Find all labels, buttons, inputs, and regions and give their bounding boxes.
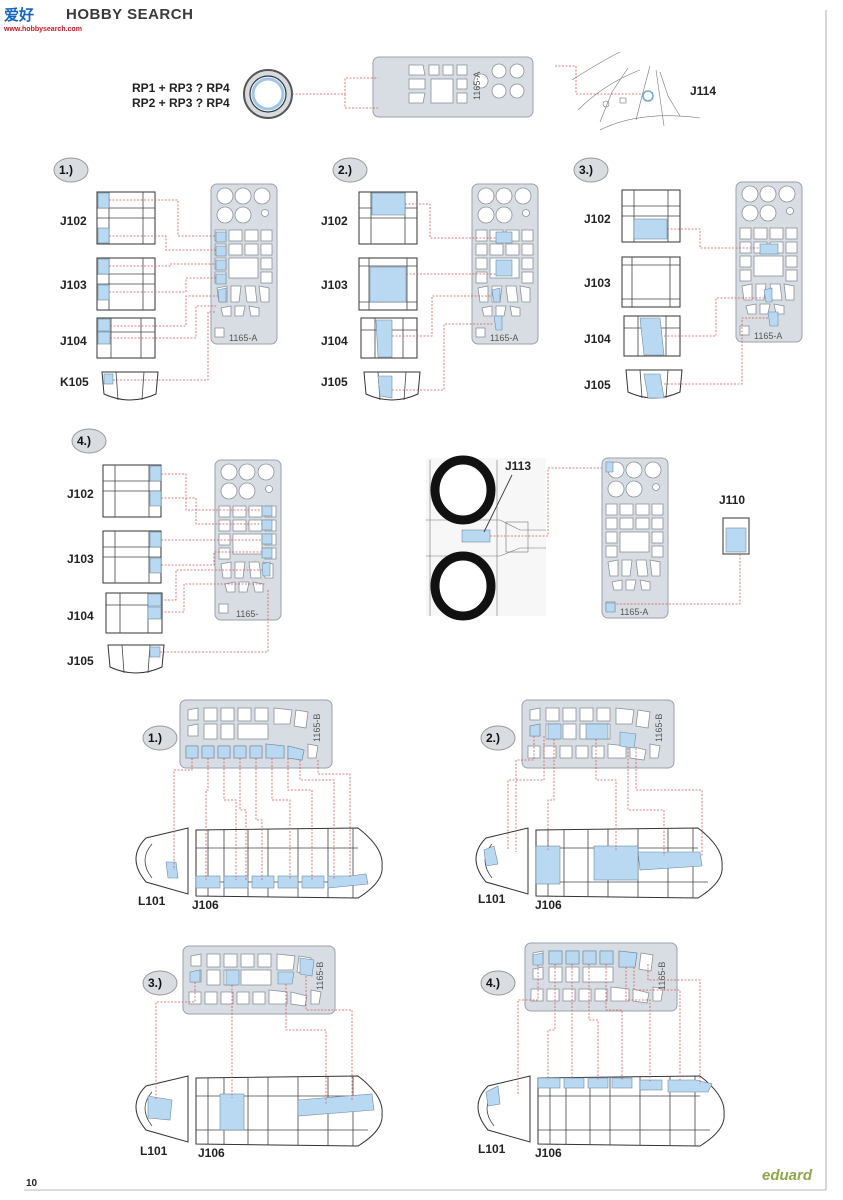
panel-b4-step: 4.): [486, 976, 500, 990]
panel-a1-fret-code: 1165-A: [229, 333, 257, 343]
wheels-section: J113 1165-A J110: [426, 455, 750, 621]
panel-a2-fret-code: 1165-A: [490, 333, 518, 343]
wheels-fret-code: 1165-A: [620, 607, 648, 617]
watermark-site: HOBBY SEARCH: [66, 6, 193, 23]
panel-a1-label-2: J103: [60, 278, 87, 292]
panel-a4-label-2: J103: [67, 552, 94, 566]
watermark: 爱好 HOBBY SEARCH www.hobbysearch.com: [3, 6, 193, 33]
formula-1: RP1 + RP3 ? RP4: [132, 81, 230, 95]
panel-b4-label-j: J106: [535, 1146, 562, 1160]
panel-a4-step: 4.): [77, 434, 91, 448]
panel-a3: 3.) 1165-A J102 J103 J104 J105: [573, 157, 803, 399]
top-fret-code: 1165-A: [472, 72, 482, 100]
top-leader-2: [344, 94, 378, 109]
panel-a3-label-4: J105: [584, 378, 611, 392]
panel-a4-label-3: J104: [67, 609, 94, 623]
panel-b4: 4.) 1165-B L101 J106: [477, 942, 725, 1160]
part-j113: J113: [505, 459, 531, 473]
top-section: RP1 + RP3 ? RP4 RP2 + RP3 ? RP4: [132, 51, 716, 131]
panel-b3-step: 3.): [148, 976, 162, 990]
panel-b2-label-j: J106: [535, 898, 562, 912]
panel-a4-label-4: J105: [67, 654, 94, 668]
cockpit-sketch: [571, 51, 701, 131]
panel-b3-fret-code: 1165-B: [315, 962, 325, 990]
panel-a1-label-4: K105: [60, 375, 89, 389]
top-fret: [372, 56, 534, 118]
panel-a3-fret-code: 1165-A: [754, 331, 782, 341]
dial-face: [249, 75, 287, 113]
brand-logo: eduard: [762, 1167, 813, 1184]
panel-b4-fret-code: 1165-B: [657, 962, 667, 990]
panel-a3-step: 3.): [579, 163, 593, 177]
panel-a4-label-1: J102: [67, 487, 94, 501]
page-number: 10: [26, 1178, 38, 1189]
panel-a2-label-4: J105: [321, 375, 348, 389]
panel-b1: 1.) 1165-B L101 J106: [135, 699, 383, 912]
watermark-chinese: 爱好: [4, 6, 34, 24]
panel-a1-label-1: J102: [60, 214, 87, 228]
panel-b2-fret-code: 1165-B: [654, 714, 664, 742]
panel-a1-label-3: J104: [60, 334, 87, 348]
panel-a3-label-3: J104: [584, 332, 611, 346]
panel-b1-label-l: L101: [138, 894, 166, 908]
panel-a3-label-1: J102: [584, 212, 611, 226]
dial-mask-ring: [251, 77, 285, 111]
formula-2: RP2 + RP3 ? RP4: [132, 96, 230, 110]
panel-a1: 1.) 1165-A J102 J103 J104 K105: [53, 157, 278, 401]
panel-a2-label-1: J102: [321, 214, 348, 228]
panel-b3: 3.) 1165-B L101 J106: [135, 945, 383, 1160]
top-leader-1: [292, 77, 378, 95]
panel-a1-step: 1.): [59, 163, 73, 177]
panel-b2-label-l: L101: [478, 892, 506, 906]
panel-b1-step: 1.): [148, 731, 162, 745]
part-j110: J110: [719, 493, 745, 507]
panel-b4-label-l: L101: [478, 1142, 506, 1156]
part-j114: J114: [690, 84, 716, 98]
watermark-url: www.hobbysearch.com: [3, 26, 82, 33]
panel-a2-label-2: J103: [321, 278, 348, 292]
panel-b2: 2.) 1165-B L101 J106: [475, 699, 723, 912]
panel-a3-label-2: J103: [584, 276, 611, 290]
panel-a2-step: 2.): [338, 163, 352, 177]
top-leader-3: [555, 65, 646, 95]
panel-b3-label-l: L101: [140, 1144, 168, 1158]
panel-b2-step: 2.): [486, 731, 500, 745]
panel-a4: 4.) 1165- J102 J103 J104 J105: [67, 428, 282, 674]
panel-a2: 2.) 1165-A J102 J103 J104 J105: [321, 157, 539, 401]
panel-a2-label-3: J104: [321, 334, 348, 348]
panel-b3-label-j: J106: [198, 1146, 225, 1160]
panel-b1-label-j: J106: [192, 898, 219, 912]
panel-a4-fret-code: 1165-: [236, 609, 258, 619]
panel-b1-fret-code: 1165-B: [312, 714, 322, 742]
